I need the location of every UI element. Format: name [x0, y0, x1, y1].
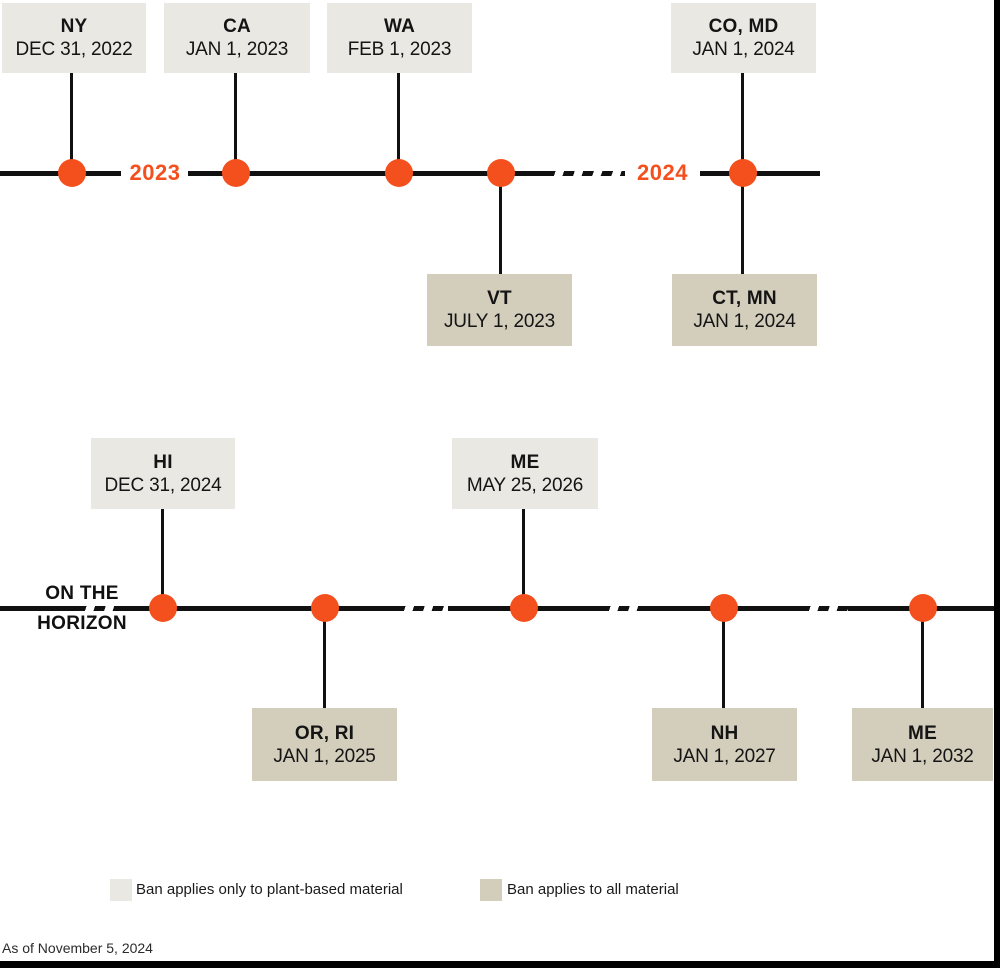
timeline-dot-ca — [222, 159, 250, 187]
year-label-2023: 2023 — [129, 160, 181, 185]
top-timeline-segment — [700, 171, 820, 176]
event-state: OR, RI — [294, 722, 355, 744]
top-timeline-dashed-segment — [545, 171, 625, 176]
stem-me-2032 — [921, 608, 924, 708]
event-date: DEC 31, 2024 — [104, 474, 222, 496]
legend-swatch-all-material — [480, 879, 502, 901]
horizon-label-line1: ON THE — [45, 583, 119, 604]
stem-wa — [397, 73, 400, 173]
horizon-label-line2: HORIZON — [37, 613, 127, 634]
timeline-dot-ny — [58, 159, 86, 187]
horizon-timeline-dashed-segment — [395, 606, 448, 611]
bottom-border-bar — [0, 961, 1000, 968]
top-timeline-segment — [188, 171, 545, 176]
event-state: ME — [908, 722, 937, 744]
as-of-note: As of November 5, 2024 — [2, 940, 153, 956]
event-state: CO, MD — [708, 16, 779, 37]
event-state: CT, MN — [712, 288, 777, 309]
timeline-dot-me-2026 — [510, 594, 538, 622]
event-date: FEB 1, 2023 — [347, 39, 452, 60]
event-box-hi: HI DEC 31, 2024 — [91, 438, 235, 509]
event-box-ct-mn: CT, MN JAN 1, 2024 — [672, 274, 817, 346]
timeline-dot-me-2032 — [909, 594, 937, 622]
event-box-vt: VT JULY 1, 2023 — [427, 274, 572, 346]
timeline-dot-jan-2024 — [729, 159, 757, 187]
event-box-wa: WA FEB 1, 2023 — [327, 3, 472, 73]
stem-nh — [722, 608, 725, 708]
event-date: DEC 31, 2022 — [15, 39, 133, 60]
event-state: WA — [383, 16, 415, 37]
event-box-or-ri: OR, RI JAN 1, 2025 — [252, 708, 397, 781]
event-state: NH — [710, 722, 739, 744]
legend-label-all-material: Ban applies to all material — [507, 881, 679, 898]
stem-vt — [499, 173, 502, 274]
event-date: JAN 1, 2032 — [871, 745, 974, 767]
timeline-dot-hi — [149, 594, 177, 622]
horizon-timeline-segment — [115, 606, 395, 611]
event-box-me-2032: ME JAN 1, 2032 — [852, 708, 993, 781]
event-box-me-2026: ME MAY 25, 2026 — [452, 438, 598, 509]
event-box-ny: NY DEC 31, 2022 — [2, 3, 146, 73]
stem-or-ri — [323, 608, 326, 708]
timeline-dot-vt — [487, 159, 515, 187]
stem-co-md — [741, 73, 744, 173]
event-box-nh: NH JAN 1, 2027 — [652, 708, 797, 781]
event-date: JULY 1, 2023 — [444, 311, 555, 332]
stem-ca — [234, 73, 237, 173]
timeline-dot-nh — [710, 594, 738, 622]
event-box-ca: CA JAN 1, 2023 — [164, 3, 310, 73]
legend-swatch-plant-based — [110, 879, 132, 901]
event-date: MAY 25, 2026 — [466, 474, 584, 496]
year-label-2024: 2024 — [637, 160, 688, 185]
event-state: HI — [153, 451, 173, 473]
event-box-co-md: CO, MD JAN 1, 2024 — [671, 3, 816, 73]
horizon-timeline-dashed-segment — [76, 606, 115, 611]
stem-ct-mn — [741, 173, 744, 274]
timeline-dot-or-ri — [311, 594, 339, 622]
horizon-timeline-segment — [0, 606, 76, 611]
stem-me-2026 — [522, 509, 525, 608]
horizon-timeline-dashed-segment — [600, 606, 645, 611]
legend-label-plant-based: Ban applies only to plant-based material — [136, 881, 403, 898]
event-date: JAN 1, 2025 — [273, 745, 376, 767]
stem-hi — [161, 509, 164, 608]
event-state: CA — [223, 16, 251, 37]
right-border-bar — [994, 0, 1000, 968]
event-date: JAN 1, 2027 — [673, 745, 776, 767]
event-state: VT — [487, 288, 512, 309]
event-state: NY — [60, 16, 88, 37]
event-date: JAN 1, 2023 — [185, 39, 289, 60]
horizon-timeline-dashed-segment — [800, 606, 848, 611]
stem-ny — [70, 73, 73, 173]
event-state: ME — [510, 451, 540, 473]
event-date: JAN 1, 2024 — [692, 39, 795, 60]
timeline-dot-wa — [385, 159, 413, 187]
event-date: JAN 1, 2024 — [693, 311, 796, 332]
